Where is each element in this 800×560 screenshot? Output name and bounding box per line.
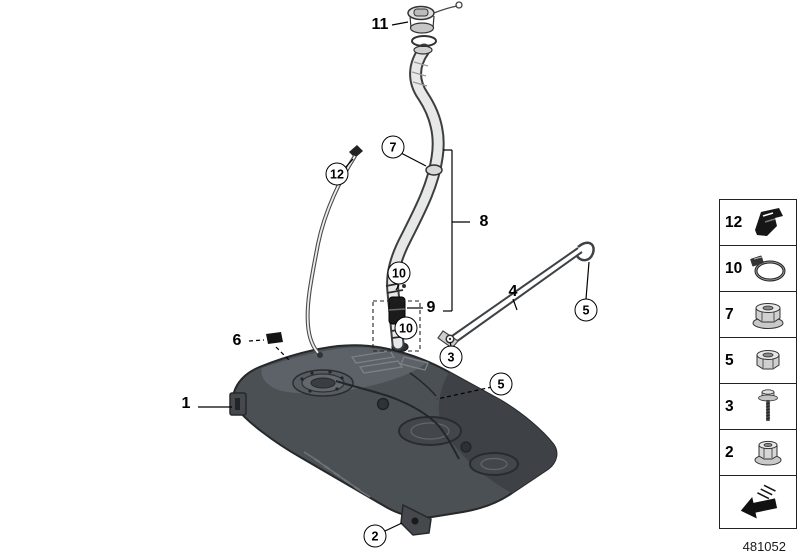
callout-1[interactable]: 1 [181, 395, 191, 412]
callout-5-strap[interactable]: 5 [574, 298, 598, 322]
legend-number-10: 10 [725, 259, 743, 277]
callout-6[interactable]: 6 [232, 332, 242, 349]
leader-lines [198, 21, 590, 532]
screw-icon [758, 388, 778, 421]
legend-item-2[interactable]: 2 [719, 429, 797, 476]
callout-5-tank[interactable]: 5 [489, 372, 513, 396]
legend-number-3: 3 [725, 397, 734, 415]
callout-8[interactable]: 8 [479, 213, 489, 230]
legend-number-5: 5 [725, 351, 734, 369]
legend-item-7[interactable]: 7 [719, 291, 797, 338]
hose-clamp-icon [750, 255, 786, 281]
legend-item-12[interactable]: 12 [719, 199, 797, 246]
legend-number-2: 2 [725, 443, 734, 461]
collar-nut-icon [754, 440, 782, 465]
legend-number-7: 7 [725, 305, 734, 323]
direction-arrow-icon [740, 484, 778, 519]
legend-item-10[interactable]: 10 [719, 245, 797, 292]
fuel-tank [229, 341, 558, 536]
legend-item-direction[interactable] [719, 475, 797, 529]
callout-7[interactable]: 7 [381, 135, 405, 159]
callout-9[interactable]: 9 [426, 299, 436, 316]
part-number: 481052 [742, 539, 786, 554]
callout-11[interactable]: 11 [371, 16, 389, 33]
rubber-pad [266, 332, 283, 344]
pipe-clip-7-target [425, 164, 443, 176]
callout-2[interactable]: 2 [363, 524, 387, 548]
vent-hose [305, 145, 363, 358]
detail-box [372, 300, 421, 352]
callout-12[interactable]: 12 [325, 162, 349, 186]
flange-nut-icon [752, 302, 784, 329]
legend-item-3[interactable]: 3 [719, 383, 797, 430]
filler-cap [407, 1, 463, 55]
callout-4[interactable]: 4 [508, 283, 518, 300]
callout-10-upper[interactable]: 10 [387, 261, 411, 285]
callout-10-lower[interactable]: 10 [394, 316, 418, 340]
legend-item-5[interactable]: 5 [719, 337, 797, 384]
tension-strap [437, 241, 595, 349]
legend-number-12: 12 [725, 213, 743, 231]
clip-icon [755, 207, 783, 236]
hex-nut-icon [756, 349, 780, 369]
callout-3[interactable]: 3 [439, 345, 463, 369]
legend-panel: 12 10 7 [719, 199, 797, 529]
